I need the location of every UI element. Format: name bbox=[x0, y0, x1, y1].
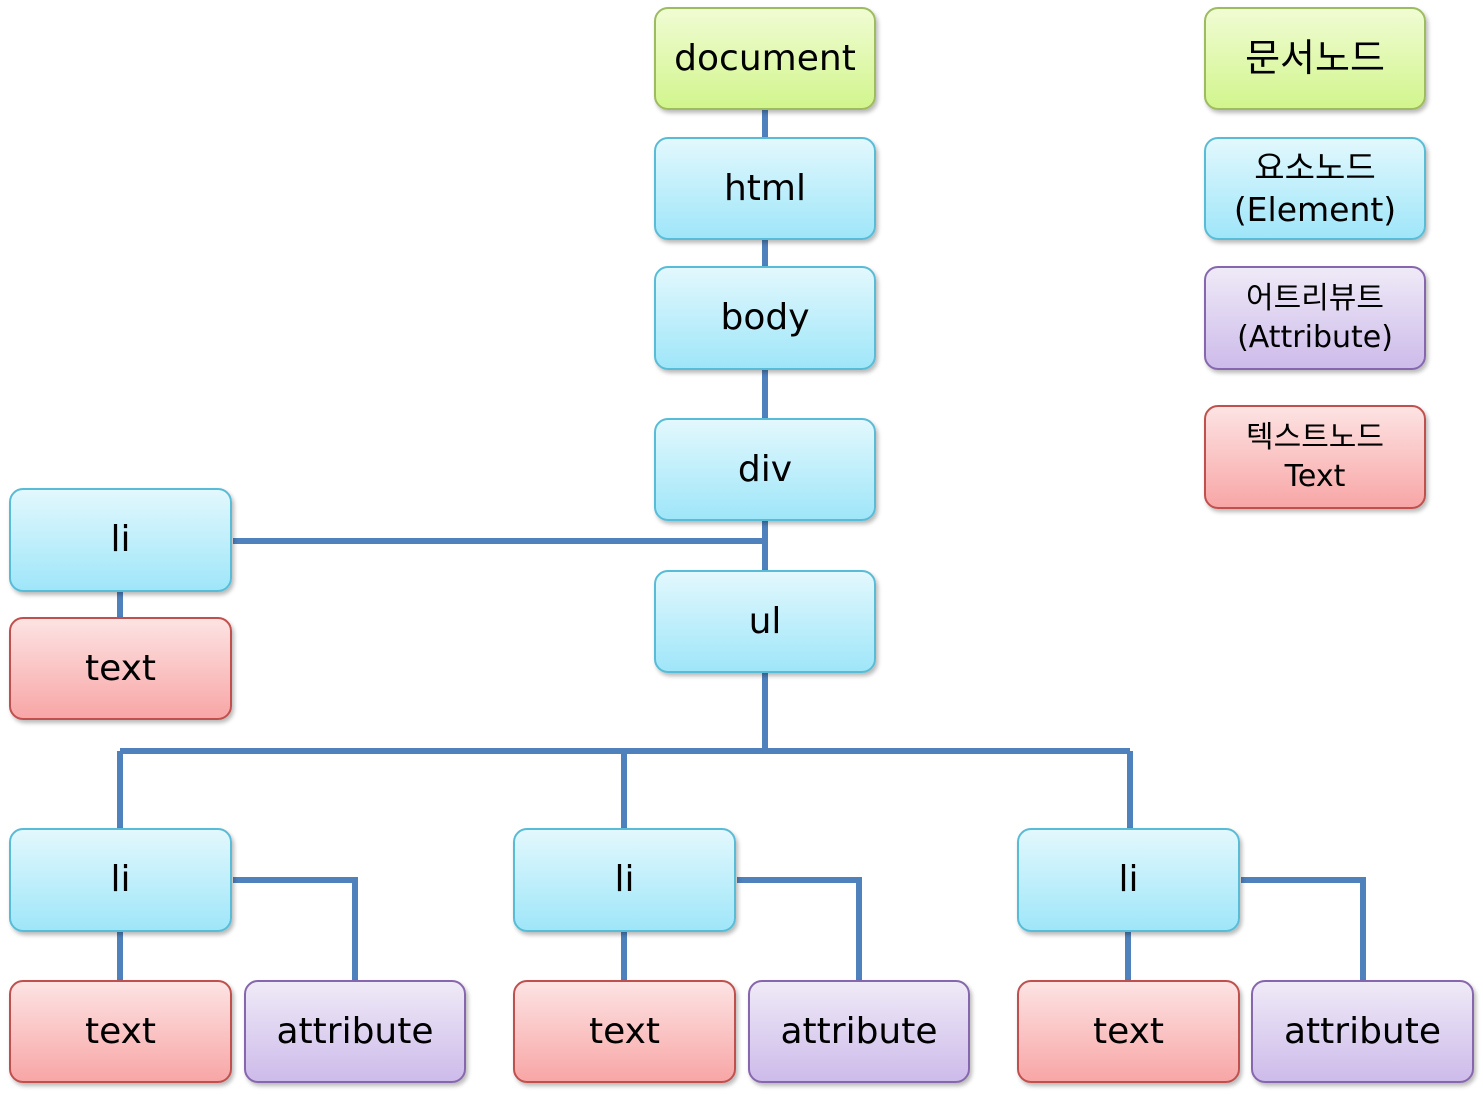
li-1-attribute-node: attribute bbox=[244, 980, 466, 1083]
li-1-text-node-label: text bbox=[84, 1010, 157, 1052]
li-1-attribute-node-label: attribute bbox=[276, 1010, 434, 1052]
legend-element-label-ko: 요소노드 bbox=[1254, 148, 1376, 188]
ul-node-label: ul bbox=[748, 600, 782, 642]
ul-node: ul bbox=[654, 570, 876, 673]
html-node-label: html bbox=[723, 167, 806, 209]
li-3-attribute-node: attribute bbox=[1251, 980, 1474, 1083]
li-3-attribute-node-label: attribute bbox=[1283, 1010, 1442, 1052]
li-node-2: li bbox=[513, 828, 736, 932]
li-2-attribute-node-label: attribute bbox=[780, 1010, 938, 1052]
legend-element-label-en: (Element) bbox=[1233, 189, 1397, 229]
legend-element-node: 요소노드 (Element) bbox=[1204, 137, 1426, 240]
legend-text-node: 텍스트노드 Text bbox=[1204, 405, 1426, 509]
div-li-node: li bbox=[9, 488, 232, 592]
edge-li-3-attribute bbox=[1241, 877, 1366, 980]
legend-text-label-en: Text bbox=[1284, 459, 1346, 494]
legend-attribute-label-ko: 어트리뷰트 bbox=[1246, 281, 1384, 316]
legend-document-node: 문서노드 bbox=[1204, 7, 1426, 110]
body-node: body bbox=[654, 266, 876, 370]
legend-document-label: 문서노드 bbox=[1245, 35, 1385, 80]
div-node: div bbox=[654, 418, 876, 521]
li-node-3-label: li bbox=[1118, 859, 1139, 901]
li-2-text-node: text bbox=[513, 980, 736, 1083]
li-2-text-node-label: text bbox=[588, 1010, 661, 1052]
edge-li-1-attribute bbox=[233, 877, 358, 980]
edge-li-2-attribute bbox=[737, 877, 862, 980]
legend-attribute-node: 어트리뷰트 (Attribute) bbox=[1204, 266, 1426, 370]
li-2-attribute-node: attribute bbox=[748, 980, 970, 1083]
body-node-label: body bbox=[720, 297, 810, 339]
li-3-text-node-label: text bbox=[1092, 1010, 1165, 1052]
div-li-node-label: li bbox=[110, 519, 131, 561]
html-node: html bbox=[654, 137, 876, 240]
document-node: document bbox=[654, 7, 876, 110]
li-1-text-node: text bbox=[9, 980, 232, 1083]
document-node-label: document bbox=[674, 37, 856, 79]
div-li-text-node-label: text bbox=[84, 647, 157, 689]
li-3-text-node: text bbox=[1017, 980, 1240, 1083]
li-node-3: li bbox=[1017, 828, 1240, 932]
div-li-text-node: text bbox=[9, 617, 232, 720]
li-node-1-label: li bbox=[110, 859, 131, 901]
li-node-2-label: li bbox=[614, 859, 635, 901]
li-node-1: li bbox=[9, 828, 232, 932]
legend-text-label-ko: 텍스트노드 bbox=[1246, 420, 1384, 455]
legend-attribute-label-en: (Attribute) bbox=[1237, 320, 1393, 355]
div-node-label: div bbox=[737, 448, 793, 490]
